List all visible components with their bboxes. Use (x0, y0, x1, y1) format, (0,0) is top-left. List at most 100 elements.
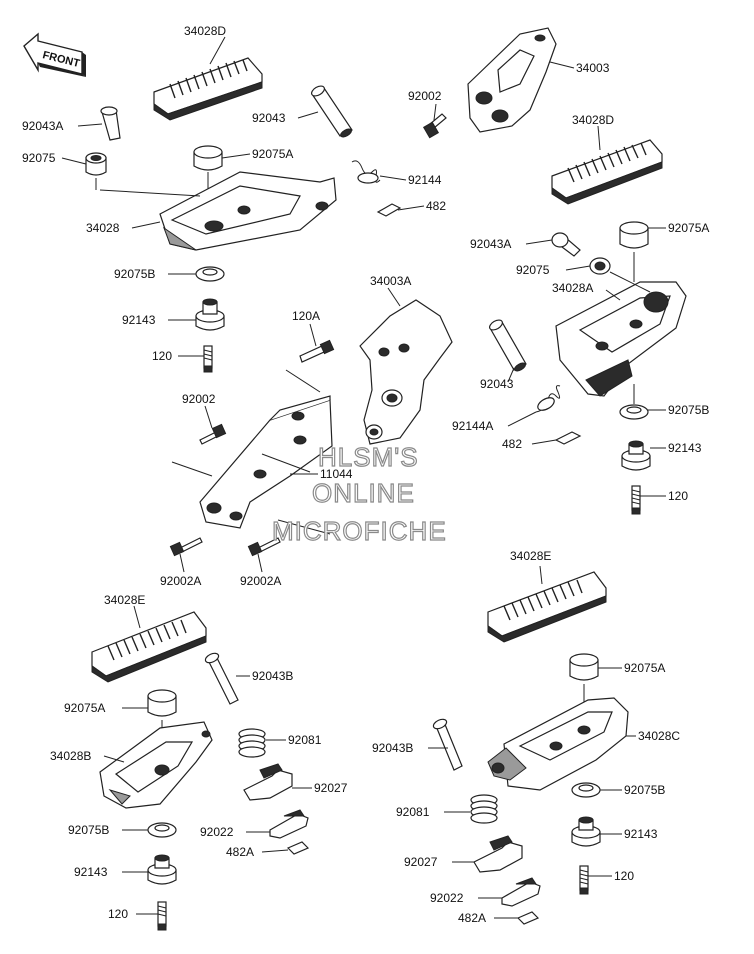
washer-92075B-left (195, 266, 225, 282)
label-92043A-left: 92043A (22, 119, 63, 133)
pin-92043A-right (551, 232, 581, 257)
label-92075A-right2: 92075A (624, 661, 665, 675)
label-92143-right2: 92143 (624, 827, 658, 841)
label-34028D-top: 34028D (184, 24, 226, 38)
washer-92075B-left2 (147, 822, 177, 838)
collar-92143-right2 (571, 816, 601, 847)
label-482A-left: 482A (226, 845, 254, 859)
spring-92144A (535, 385, 561, 413)
label-92022-right: 92022 (430, 891, 464, 905)
label-34028D-right: 34028D (572, 113, 614, 127)
bolt-120-right2 (579, 865, 589, 895)
bolt-120-left2 (157, 901, 167, 931)
damper-92075A-top-left (193, 145, 223, 228)
pin-92043-right (489, 319, 527, 372)
damper-92075A-right2 (569, 653, 599, 706)
label-92081-left: 92081 (288, 733, 322, 747)
label-120-left: 120 (152, 349, 172, 363)
spring-92144 (351, 160, 381, 184)
pawl-92027-left (243, 763, 293, 801)
bolt-120-left (203, 345, 213, 373)
clip-482-mid (554, 431, 582, 445)
label-482A-right: 482A (458, 911, 486, 925)
washer-92075B-right (619, 404, 649, 420)
bolt-92002-mid (199, 423, 227, 445)
label-120-right2: 120 (614, 869, 634, 883)
label-92027-left: 92027 (314, 781, 348, 795)
leader-lines (61, 36, 666, 919)
collar-92143-left (195, 298, 225, 331)
label-92043B-left: 92043B (252, 669, 293, 683)
label-482-mid: 482 (502, 437, 522, 451)
bolt-92002-top (422, 113, 447, 139)
label-34003: 34003 (576, 61, 610, 75)
label-92075A-left2: 92075A (64, 701, 105, 715)
part-labels: 34028D 92043A 92075 92043 92075A 34028 9… (22, 24, 709, 925)
label-34028E-left: 34028E (104, 593, 145, 607)
label-34028: 34028 (86, 221, 120, 235)
damper-92075A-left (147, 689, 177, 760)
label-92143-left: 92143 (122, 313, 156, 327)
damper-92075A-right (619, 221, 649, 249)
watermark: HLSM'S ONLINE MICROFICHE (271, 441, 447, 546)
clip-482A-right (516, 911, 540, 925)
pin-92043A-left (100, 106, 121, 141)
watermark-line-1: HLSM'S (318, 442, 419, 472)
label-120-right: 120 (668, 489, 688, 503)
label-92143-right: 92143 (668, 441, 702, 455)
label-92075B-right2: 92075B (624, 783, 665, 797)
label-34028B: 34028B (50, 749, 91, 763)
label-92043-top: 92043 (252, 111, 286, 125)
footpeg-rubber-34028E-right (487, 571, 607, 643)
label-92043A-right: 92043A (470, 237, 511, 251)
label-92144: 92144 (408, 173, 442, 187)
footpeg-34028A (555, 252, 687, 404)
label-92075A-right: 92075A (668, 221, 709, 235)
label-11044: 11044 (320, 467, 353, 481)
label-92075B-right: 92075B (668, 403, 709, 417)
label-92144A: 92144A (452, 419, 493, 433)
label-34028A: 34028A (552, 281, 593, 295)
label-92143-left2: 92143 (74, 865, 108, 879)
label-482-top: 482 (426, 199, 446, 213)
label-92075A-top: 92075A (252, 147, 293, 161)
bolt-120-right (631, 485, 641, 515)
footpeg-34028C (487, 697, 629, 791)
label-92022-left: 92022 (200, 825, 234, 839)
bolt-92002A-2 (247, 537, 281, 557)
bracket-11044 (171, 369, 333, 535)
label-92002-top: 92002 (408, 89, 442, 103)
plate-92022-right (501, 877, 541, 907)
label-92027-right: 92027 (404, 855, 438, 869)
footpeg-rubber-34028D-right (551, 139, 663, 205)
pin-92043B-right (432, 718, 463, 771)
watermark-line-2: ONLINE (312, 478, 415, 508)
watermark-line-3: MICROFICHE (272, 516, 447, 546)
pawl-92027-right (473, 835, 523, 873)
bushing-92075-left (85, 152, 107, 176)
label-92075-left: 92075 (22, 151, 56, 165)
label-120A: 120A (292, 309, 320, 323)
bushing-92075-right (589, 257, 611, 275)
label-92075B-left: 92075B (114, 267, 155, 281)
bolt-120A (299, 339, 335, 363)
label-34028C: 34028C (638, 729, 680, 743)
spring-92081-right (470, 794, 498, 824)
footpeg-34028 (95, 171, 337, 251)
label-92043-right: 92043 (480, 377, 514, 391)
clip-482-top (376, 203, 402, 217)
pin-92043-left (311, 85, 353, 138)
label-92002-mid: 92002 (182, 392, 216, 406)
label-120-left2: 120 (108, 907, 128, 921)
clip-482A-left (286, 841, 310, 855)
collar-92143-right (621, 440, 651, 471)
plate-92022-left (269, 809, 309, 839)
washer-92075B-right2 (571, 782, 601, 798)
bracket-34003 (467, 27, 557, 133)
bolt-92002A-1 (169, 537, 203, 557)
bracket-34003A (359, 299, 453, 445)
label-92081-right: 92081 (396, 805, 430, 819)
label-34028E-right: 34028E (510, 549, 551, 563)
footpeg-34028B (99, 721, 213, 809)
